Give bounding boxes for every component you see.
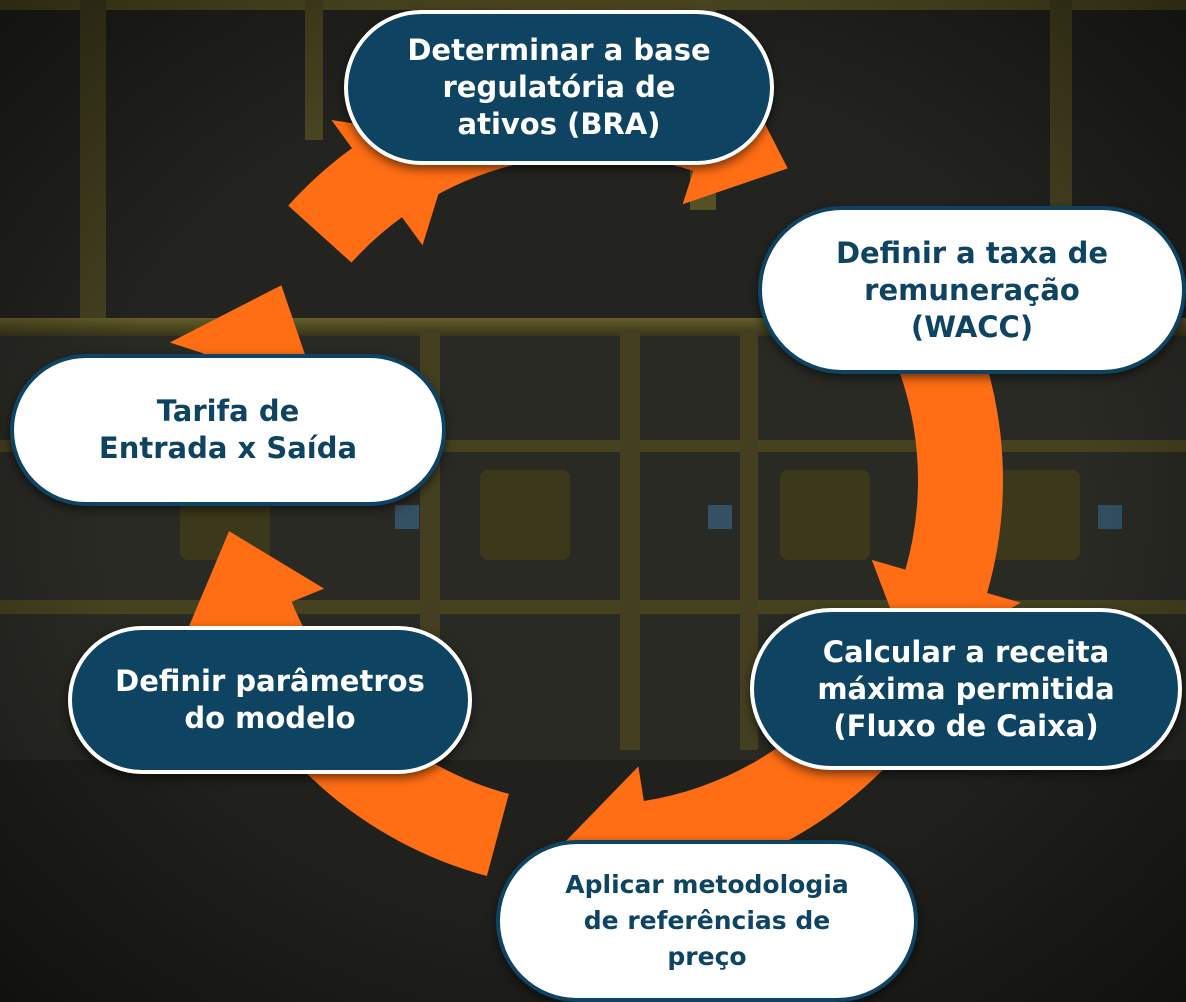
node-tarifa: Tarifa de Entrada x Saída <box>10 354 446 506</box>
node-wacc: Definir a taxa de remuneração (WACC) <box>758 206 1186 374</box>
node-referencias: Aplicar metodologia de referências de pr… <box>496 840 918 1002</box>
node-parametros: Definir parâmetros do modelo <box>68 626 472 774</box>
node-receita: Calcular a receita máxima permitida (Flu… <box>750 608 1182 770</box>
node-bra: Determinar a base regulatória de ativos … <box>344 10 774 165</box>
